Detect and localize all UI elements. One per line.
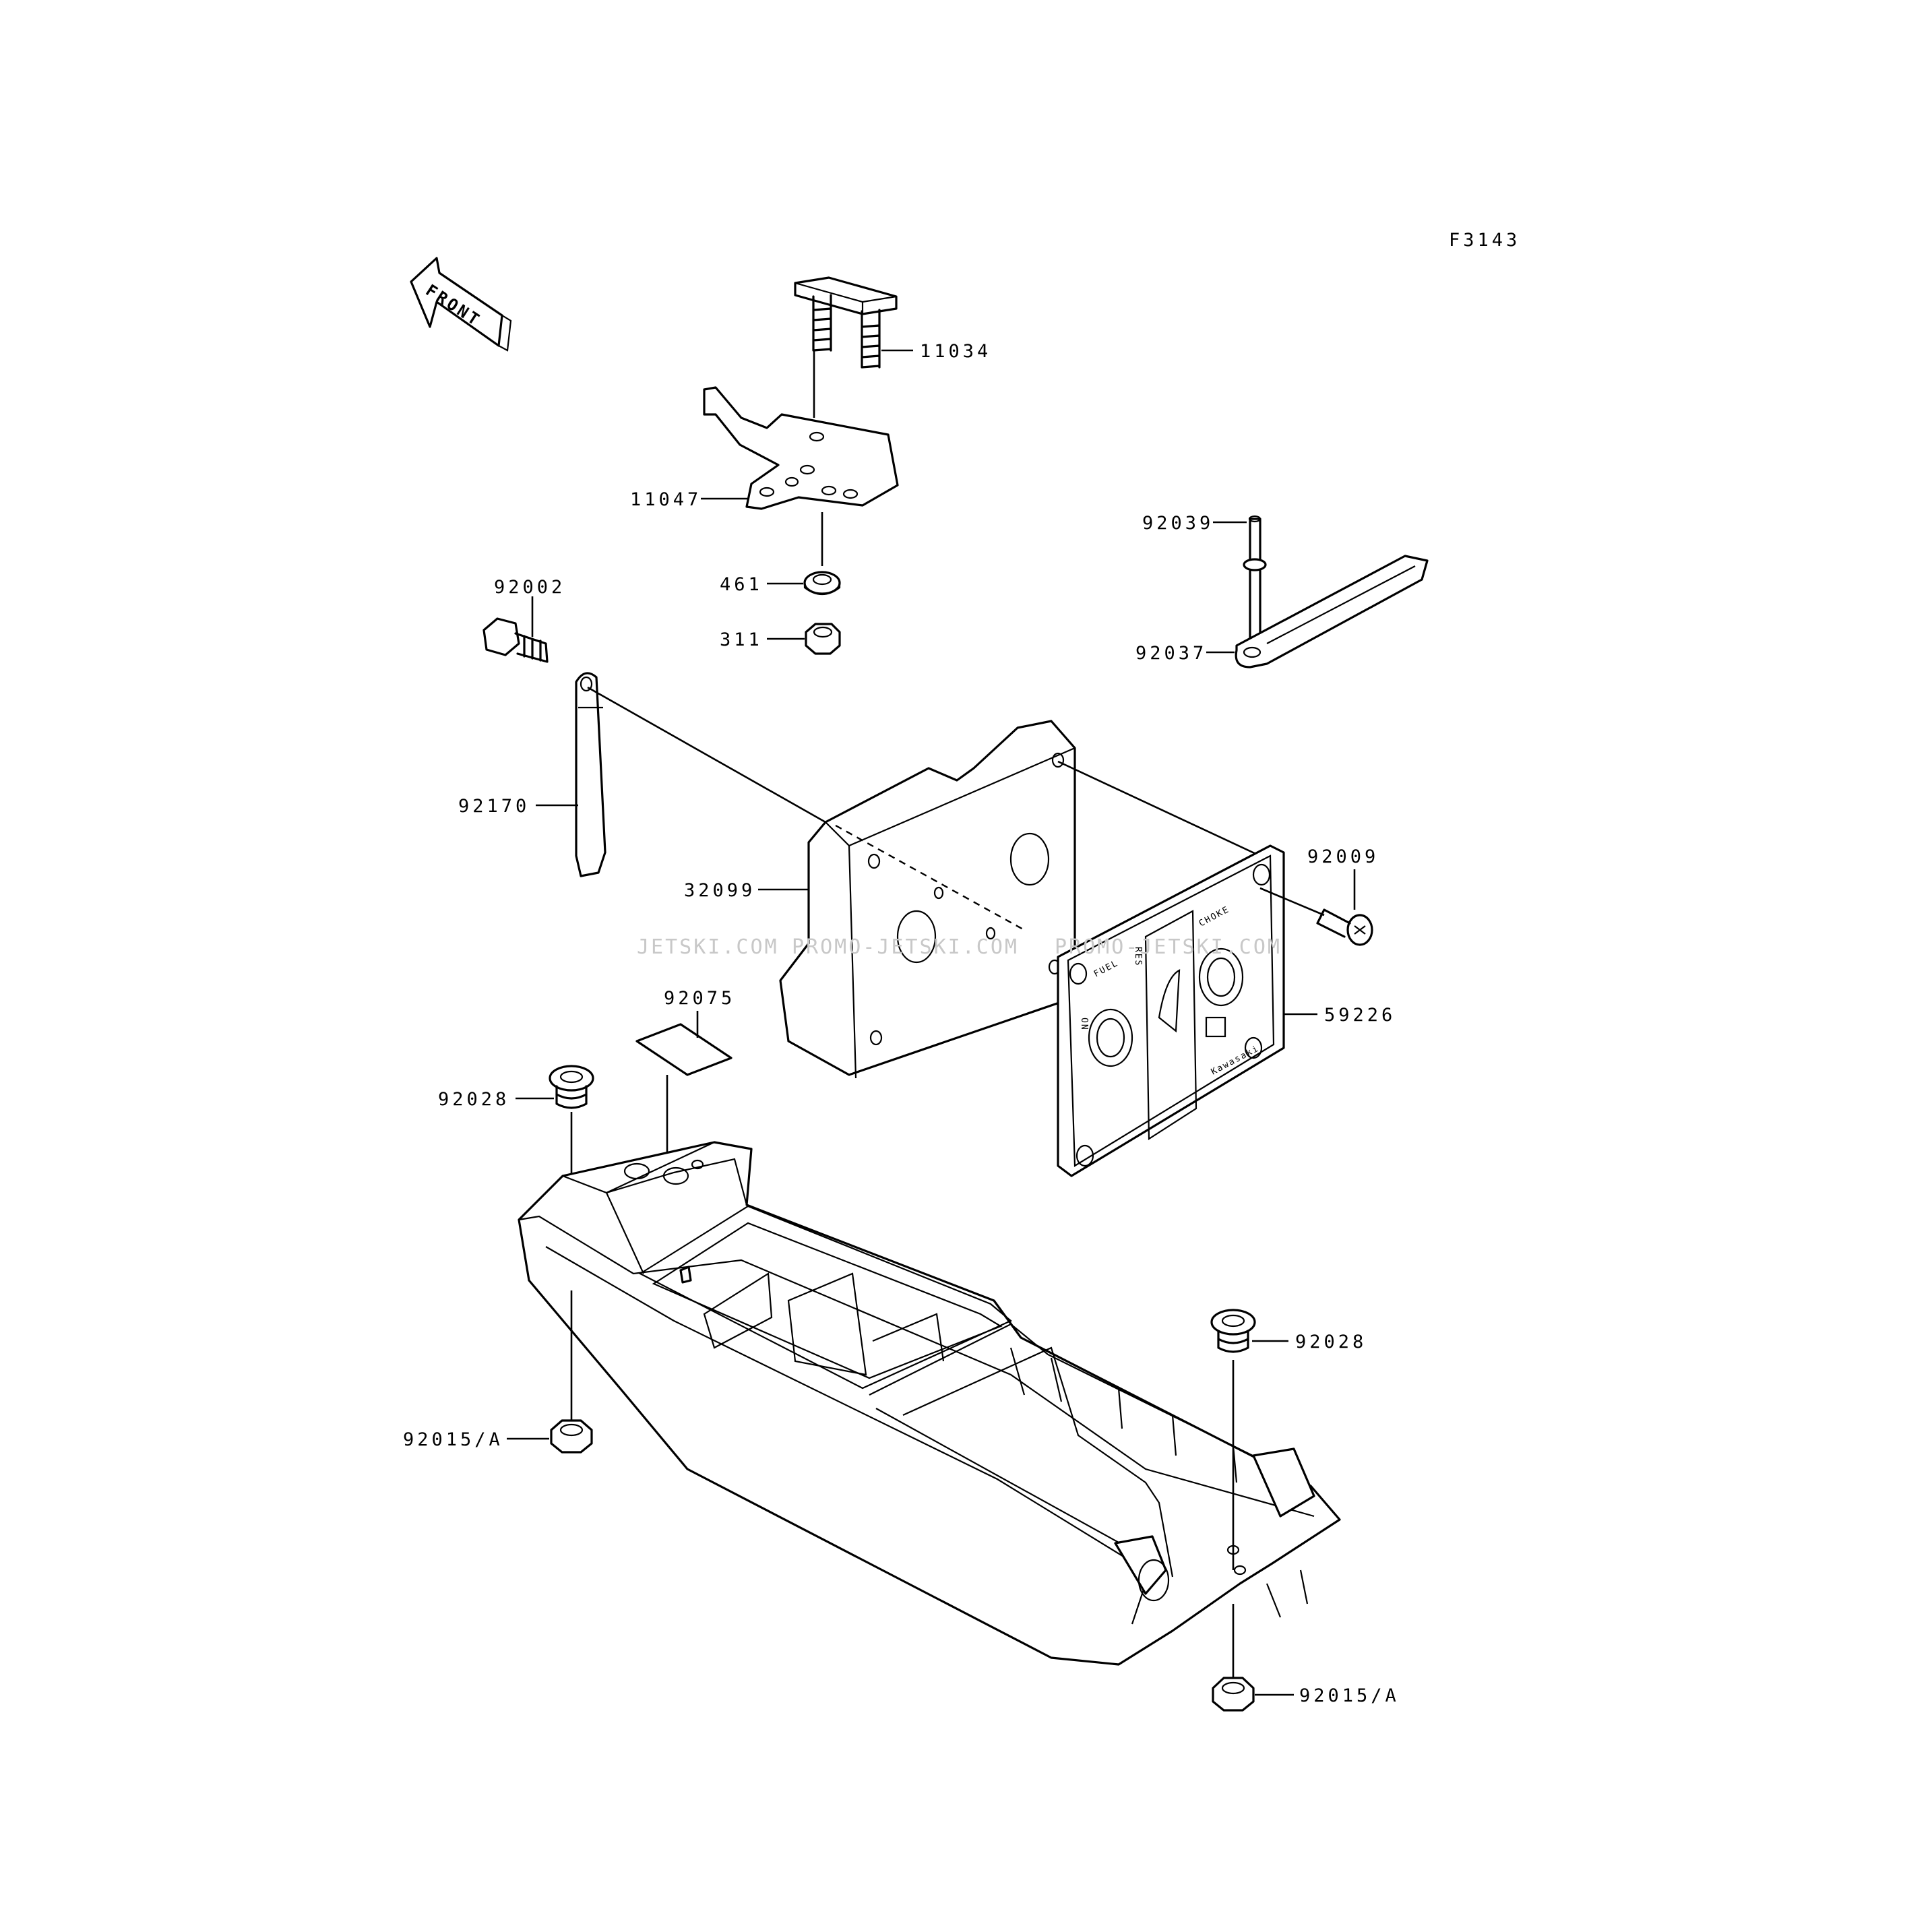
part-label: 461 [720, 574, 763, 595]
res-text: RES [1133, 947, 1143, 966]
strap-92037 [1235, 555, 1429, 668]
cover-box-32099 [779, 720, 1076, 1079]
nut-311 [805, 623, 841, 655]
screw-92009 [1316, 908, 1373, 946]
control-panel-59226: FUEL ON RES CHOKE Kawasaki [1057, 844, 1285, 1177]
part-label: 92015/A [403, 1429, 503, 1450]
part-label: 92009 [1307, 846, 1379, 867]
nut-92015a-right [1212, 1677, 1255, 1712]
figure-code: F3143 [1449, 230, 1520, 251]
nut-92015a-left [550, 1419, 593, 1454]
bolt-92002 [482, 617, 549, 663]
pin-92039 [1243, 515, 1267, 645]
bracket-plate-11034 [794, 276, 898, 369]
part-label: 92075 [664, 988, 735, 1009]
part-label: 92015/A [1299, 1685, 1400, 1706]
part-label: 92028 [438, 1089, 509, 1110]
front-arrow-icon: FRONT [410, 257, 512, 352]
watermark-text: PROMO-JETSKI.COM [1055, 935, 1282, 959]
part-label: 32099 [684, 880, 755, 901]
part-label: 92037 [1135, 643, 1207, 664]
strap-92170 [575, 672, 606, 877]
watermark-text: PROMO-JETSKI.COM [792, 935, 1019, 959]
part-label: 92028 [1295, 1332, 1367, 1352]
grommet-92028-left [549, 1065, 594, 1109]
on-text: ON [1079, 1018, 1089, 1031]
hull [518, 1141, 1341, 1666]
part-label: 92170 [458, 796, 530, 817]
part-label: 92039 [1142, 513, 1214, 534]
part-label: 11047 [630, 489, 702, 510]
part-label: 11034 [920, 341, 991, 362]
label-sticker-92075 [635, 1023, 733, 1076]
watermark-text: JETSKI.COM [637, 935, 779, 959]
part-label: 59226 [1324, 1005, 1396, 1026]
mount-plate-11047 [703, 386, 899, 510]
lock-washer-461 [803, 571, 841, 596]
part-label: 311 [720, 629, 763, 650]
part-label: 92002 [494, 577, 565, 598]
grommet-92028-right [1210, 1309, 1256, 1353]
